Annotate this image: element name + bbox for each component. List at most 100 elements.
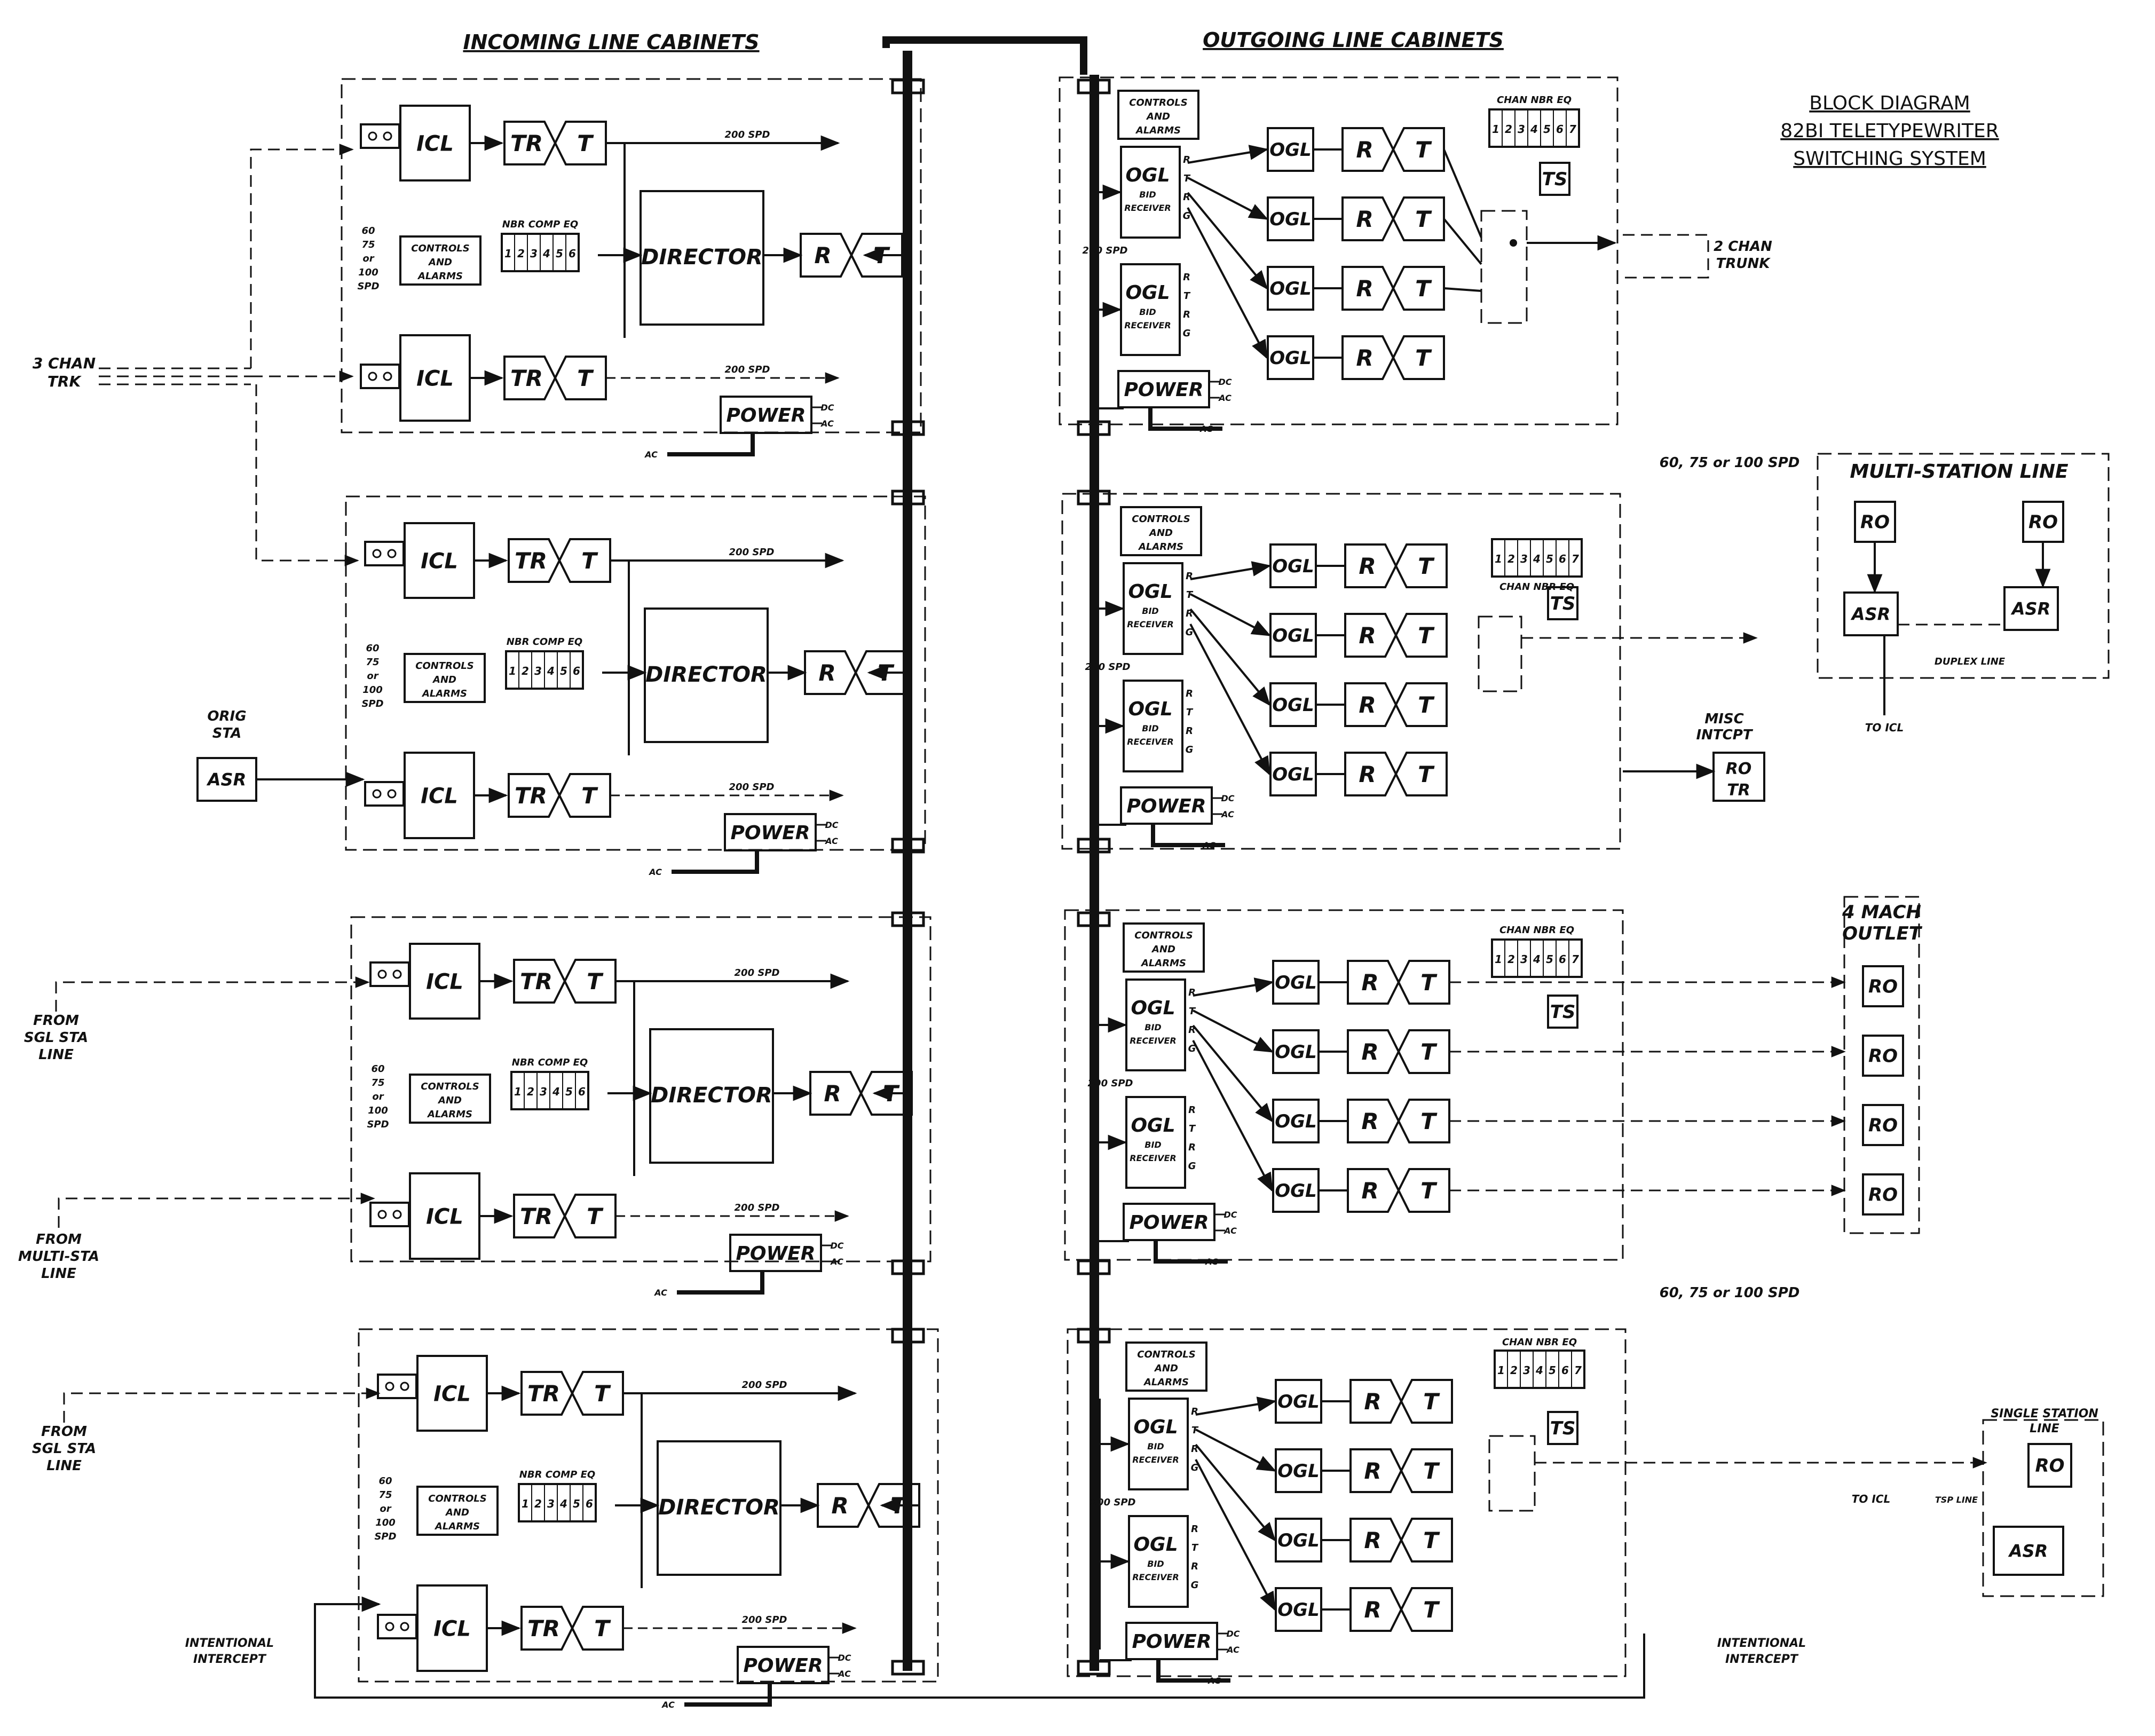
ms-ro-2-label: RO (2028, 512, 2058, 533)
nbr-comp-eq-digit: 2 (517, 247, 525, 260)
ogl-box-label: OGL (1275, 972, 1316, 993)
bid-label: BID (1147, 1559, 1164, 1569)
ogl-feed (1193, 1009, 1274, 1053)
power-unit-box-label: POWER (726, 405, 806, 427)
icl-box-label: ICL (421, 784, 458, 808)
outlet-ro (1862, 1173, 1904, 1216)
power-unit-ac-feed (1154, 1240, 1228, 1264)
spd-label: 200 SPD (729, 782, 775, 793)
r-t-pair-right: T (1420, 1108, 1438, 1134)
outgoing-cabinet-4: CONTROLSANDALARMSOGLBIDRECEIVERRTRGOGLBI… (1067, 1328, 1627, 1686)
ogl-feed (1190, 593, 1272, 636)
controls-alarms (1125, 1342, 1207, 1392)
controls-alarms-text: AND (1154, 1363, 1178, 1374)
incoming-connector-pin (368, 131, 377, 141)
bid-label: BID (1139, 190, 1156, 200)
label-from-sgl-2: FROM (41, 1424, 87, 1440)
controls-alarms (404, 653, 486, 703)
ts-box (1547, 586, 1578, 620)
controls-alarms-text: CONTROLS (411, 243, 469, 254)
controls-alarms-text: AND (1151, 944, 1175, 955)
bid-mark: G (1183, 328, 1191, 339)
label-orig-sta: STA (212, 725, 242, 741)
incoming-connector-pin (392, 1210, 402, 1219)
outgoing-cabinet-3: CONTROLSANDALARMSOGLBIDRECEIVERRTRGOGLBI… (1064, 909, 1624, 1267)
bid-mark: T (1191, 1542, 1199, 1553)
incoming-connector-body (360, 123, 400, 149)
chan-nbr-eq-frame (1488, 108, 1580, 148)
frame-clamp (1077, 1259, 1111, 1275)
nbr-comp-eq-digit: 6 (578, 1085, 586, 1098)
incoming-connector-pin (387, 549, 397, 558)
distribution-frames (882, 36, 1111, 1676)
controls-alarms-text: AND (428, 257, 452, 268)
chan-nbr-eq-digit: 2 (1507, 553, 1515, 565)
nbr-comp-eq-digit: 5 (560, 665, 567, 677)
spd-label: 200 SPD (742, 1614, 787, 1625)
speed-note: 100 (362, 684, 383, 696)
bid-receiver-label: RECEIVER (1130, 1036, 1177, 1046)
incoming-connector (369, 1202, 410, 1227)
nbr-comp-eq-digit: 1 (509, 665, 516, 677)
speed-note: 100 (368, 1105, 388, 1116)
chan-nbr-eq-caption: CHAN NBR EQ (1499, 581, 1574, 593)
single-station-frame (1982, 1419, 2104, 1597)
nbr-comp-eq-digit: 3 (547, 1497, 555, 1510)
controls-alarms-text: ALARMS (421, 688, 467, 699)
bid-mark: T (1191, 1425, 1199, 1436)
single-asr-label: ASR (2008, 1541, 2048, 1561)
nbr-comp-eq-digit: 3 (534, 665, 542, 677)
ogl-feed (1187, 207, 1268, 360)
bid-mark: G (1191, 1462, 1199, 1473)
chan-nbr-eq-digit: 4 (1533, 953, 1541, 966)
chan-nbr-eq-digit: 3 (1523, 1364, 1530, 1377)
controls-alarms-text: CONTROLS (1137, 1349, 1195, 1360)
r-t-pair-left: R (824, 1080, 841, 1107)
power-unit-box-label: POWER (1126, 795, 1206, 817)
bid-mark: G (1188, 1043, 1196, 1054)
label-from-sgl-1: FROM (33, 1013, 79, 1029)
power-unit-box (1123, 1203, 1215, 1241)
incoming-cabinet-frame (350, 916, 932, 1262)
tr-t-pair-frame (503, 121, 607, 165)
incoming-connector (364, 541, 405, 566)
frame-clamp (891, 838, 925, 854)
r-t-pair-frame (1344, 613, 1448, 658)
nbr-comp-eq-caption: NBR COMP EQ (519, 1469, 595, 1480)
spd-label: 200 SPD (742, 1379, 787, 1391)
r-t-pair-right: T (1418, 692, 1435, 718)
controls-alarms-text: ALARMS (1138, 541, 1183, 553)
power-unit-box-label: POWER (743, 1655, 823, 1677)
r-t-pair-frame (1347, 1168, 1450, 1213)
power-unit-ac-label: AC (648, 867, 662, 877)
nbr-comp-eq-digit: 2 (534, 1497, 542, 1510)
chan-nbr-eq-digit: 7 (1572, 553, 1579, 565)
r-t-pair-frame (1347, 1099, 1450, 1143)
power-unit-ac-label: AC (1202, 840, 1215, 850)
ogl-feed (1192, 1040, 1273, 1193)
chan-nbr-eq-caption: CHAN NBR EQ (1497, 94, 1572, 106)
single-station-label: LINE (2030, 1422, 2059, 1435)
ts-box-label: TS (1550, 593, 1576, 614)
tr-t-pair-right: T (581, 548, 598, 574)
nbr-comp-eq-digit: 1 (504, 247, 512, 260)
ogl-box-label: OGL (1269, 139, 1311, 161)
trunk-label: TRUNK (1716, 256, 1771, 272)
icl-box-label: ICL (426, 969, 463, 994)
